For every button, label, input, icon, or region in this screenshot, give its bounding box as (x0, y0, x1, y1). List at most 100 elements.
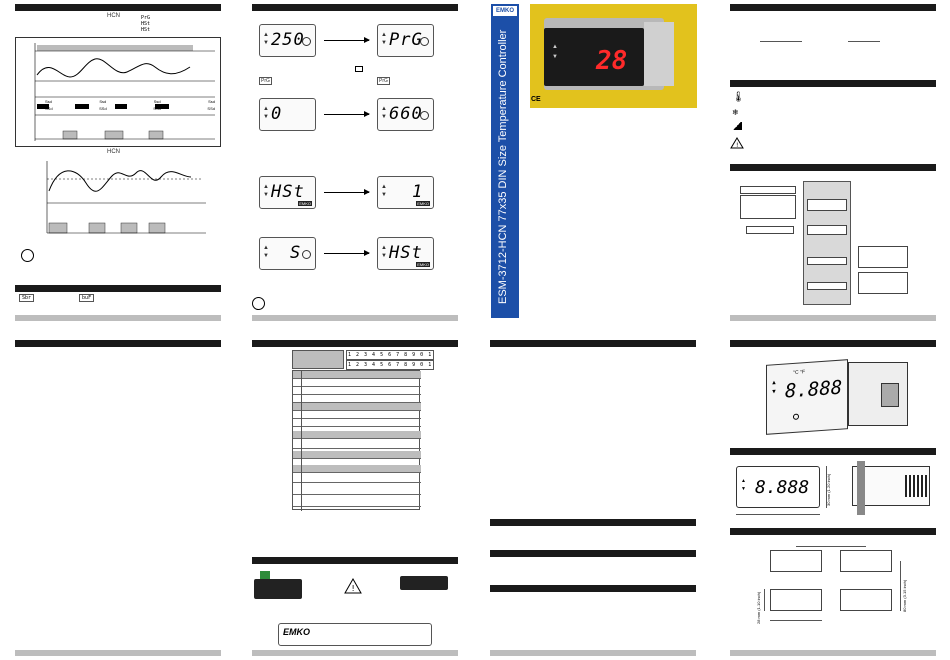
connector-photo (252, 571, 304, 607)
lcd-display: ▲▼ HSt EMKO (377, 237, 434, 270)
cover-blue-strip: EMKO ESM-3712-HCN 77x35 DIN Size Tempera… (491, 4, 519, 318)
table-row (293, 395, 421, 403)
set-knob-icon (302, 37, 311, 46)
green-terminal-icon (260, 571, 270, 583)
brand-footer-logo: EMKO (283, 627, 310, 637)
svg-text:!: ! (736, 142, 738, 149)
section-header-bar (490, 550, 696, 557)
table-row (293, 465, 421, 473)
dim-display-digits: 8.888 (755, 477, 810, 498)
connector-body (254, 579, 302, 599)
process-timing-diagram (15, 37, 221, 147)
table-row (293, 487, 421, 495)
dim-front-view: ▲▼ 8.888 (736, 466, 820, 508)
fan-icon (732, 122, 742, 130)
section-header-bar (730, 528, 936, 535)
set-knob-icon (420, 37, 429, 46)
lcd-buttons: ▲▼ (381, 184, 387, 198)
panel-programming-steps: ▲▼ 250 ▲▼ PrG PrG PrG ▲▼ 0 ▲▼ 660 ▲▼ HSt… (252, 4, 458, 321)
hysteresis-diagram (46, 161, 206, 234)
lcd-buttons: ▲▼ (263, 184, 269, 198)
warning-triangle-icon: ! (730, 137, 744, 149)
band-label: Ssd (99, 99, 107, 104)
lcd-display: ▲▼ 1 EMKO (377, 176, 434, 209)
device-side (644, 22, 674, 86)
small-label: PrG (259, 77, 272, 85)
section-header-bar (15, 4, 221, 11)
table-row (293, 387, 421, 395)
table-row (293, 441, 421, 449)
input-box (740, 186, 796, 194)
footer-bar (15, 315, 221, 321)
terminal-block (905, 475, 927, 497)
input-box (746, 226, 794, 234)
key-hint-icon (355, 66, 363, 72)
io-box (807, 225, 847, 235)
order-code-digits-bottom: 1 2 3 4 5 6 7 8 9 0 1 (346, 360, 435, 370)
device-side-view (848, 362, 908, 426)
table-row (293, 411, 421, 419)
dim-line (826, 466, 827, 508)
dim-line (764, 589, 765, 611)
vertical-title: ESM-3712-HCN 77x35 DIN Size Temperature … (497, 29, 509, 304)
arrow-right-icon (324, 250, 370, 256)
lcd-display: ▲▼ HSt EMKO (259, 176, 316, 209)
cutout-box (840, 550, 892, 572)
panel-dimensions: °C °F 8.888 ▲▼ ▲▼ 8.888 30 mm (1.20 inch… (730, 340, 936, 656)
table-row (293, 419, 421, 427)
device-buttons: ▲▼ (741, 478, 746, 492)
product-photo: 28 ▲▼ (530, 4, 697, 108)
arrow-right-icon (324, 189, 370, 195)
legend-item: HSt (141, 21, 151, 27)
band-label: SSd (207, 106, 215, 111)
signature-line (760, 41, 802, 42)
controller-block (803, 181, 851, 305)
table-row (293, 475, 421, 483)
lcd-brand: EMKO (416, 201, 430, 206)
info-circle-icon (252, 297, 265, 310)
panel-specifications (15, 340, 221, 656)
device-display-value: 28 (596, 46, 628, 76)
footer-bar (252, 650, 458, 656)
band-label: Ssd (153, 99, 161, 104)
lcd-display: ▲▼ PrG (377, 24, 434, 57)
arrow-right-icon (324, 111, 370, 117)
io-box (807, 199, 847, 211)
section-header-bar (490, 340, 696, 347)
device-face: 28 ▲▼ (544, 28, 644, 86)
lcd-value: HSt (271, 182, 305, 202)
lcd-buttons: ▲▼ (381, 106, 387, 120)
lcd-buttons: ▲▼ (381, 32, 387, 46)
dim-line (796, 546, 866, 547)
device-buttons: ▲▼ (771, 380, 777, 396)
band-labels: Ssd Ssd Ssd Ssd (45, 99, 215, 104)
footer-bar (730, 650, 936, 656)
dim-side-view (852, 461, 930, 515)
sbr-label: Sbr (19, 294, 35, 302)
section-header-bar (15, 285, 221, 292)
order-code-box (292, 350, 344, 369)
info-circle-icon (21, 249, 34, 262)
section-header-bar (490, 519, 696, 526)
certification-marks: CE (531, 96, 541, 103)
legend-item: HSt (141, 27, 151, 33)
mounting-screw-icon (793, 413, 799, 420)
device-housing: 28 ▲▼ (544, 18, 674, 90)
band-label: SSd (45, 106, 53, 111)
lcd-brand: EMKO (416, 262, 430, 267)
brand-footer-box: EMKO (278, 623, 432, 646)
legend-item: PrG (141, 15, 151, 21)
output-box (858, 272, 908, 294)
band-labels-secondary: SSd SSd SSd SSd (45, 106, 215, 111)
section-header-bar (730, 80, 936, 87)
device-front-view: °C °F 8.888 ▲▼ (766, 359, 848, 435)
side-connector (881, 383, 899, 407)
legend: PrG HSt HSt (141, 15, 150, 33)
cutout-box (840, 589, 892, 611)
order-code-digits-top: 1 2 3 4 5 6 7 8 9 0 1 (346, 350, 435, 360)
arrow-right-icon (324, 37, 370, 43)
lcd-display: ▲▼ S (259, 237, 316, 270)
section-header-bar (730, 340, 936, 347)
table-divider (301, 371, 302, 511)
section-header-bar (730, 164, 936, 171)
